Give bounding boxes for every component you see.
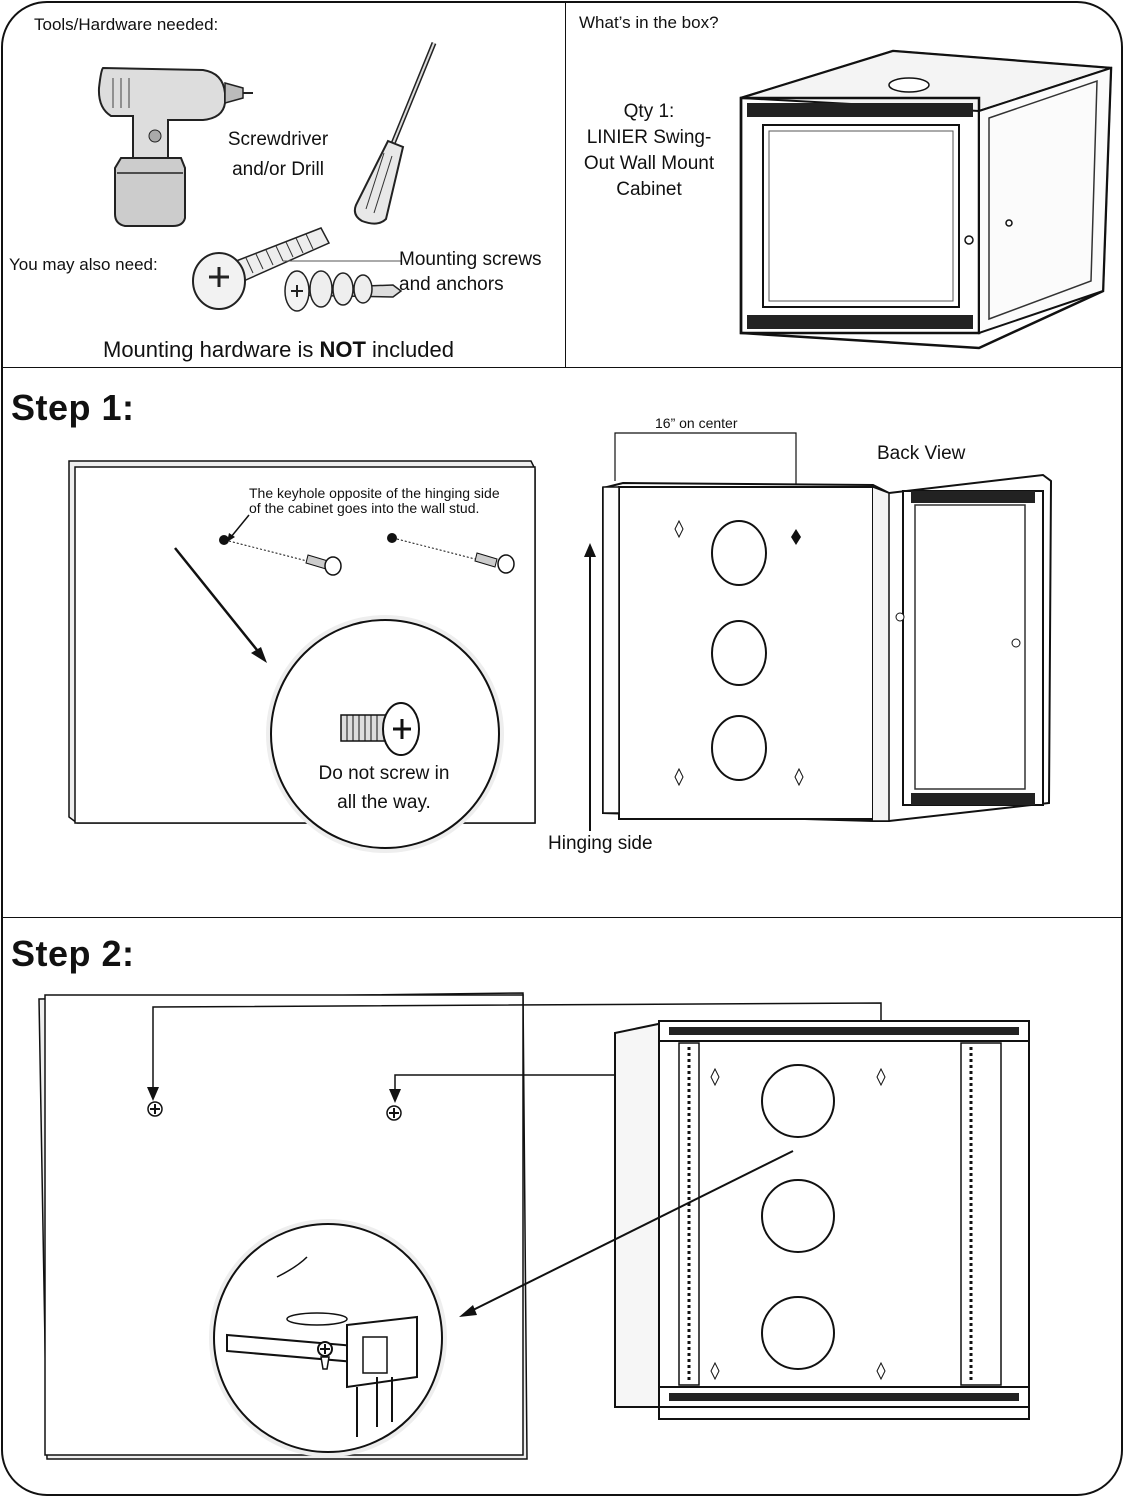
step2-screw-right <box>386 1105 402 1121</box>
box-item-line1: LINIER Swing- <box>586 127 712 148</box>
keyhole-closeup-icon <box>226 1256 418 1437</box>
screws-label-line2: and anchors <box>399 274 504 295</box>
screw-closeup-icon <box>340 702 420 756</box>
dimension-label: 16” on center <box>655 415 738 431</box>
step2-title: Step 2: <box>11 933 135 974</box>
keyhole-note-line1: The keyhole opposite of the hinging side <box>249 485 500 501</box>
tool-label-line2: and/or Drill <box>232 159 324 180</box>
drill-icon <box>97 66 253 227</box>
hardware-notice: Mounting hardware is NOT included <box>103 337 454 363</box>
hinging-side-label: Hinging side <box>548 833 653 854</box>
callout-line1: Do not screw in <box>318 763 450 784</box>
step1-title: Step 1: <box>11 387 135 428</box>
back-view-label: Back View <box>877 443 966 464</box>
divider-middle <box>3 917 1121 918</box>
notice-pre: Mounting hardware is <box>103 337 314 362</box>
screws-label-line1: Mounting screws <box>399 249 542 270</box>
keyhole-note-line2: of the cabinet goes into the wall stud. <box>249 500 480 516</box>
notice-post: included <box>372 337 454 362</box>
step2-screw-left <box>147 1101 163 1117</box>
box-item-line2: Out Wall Mount <box>583 153 715 174</box>
screwdriver-icon <box>353 42 437 225</box>
cabinet-icon <box>739 49 1113 350</box>
wall-screw-right <box>474 552 515 574</box>
wall-screw-left <box>305 554 342 576</box>
wall-screws-diagram <box>174 514 515 663</box>
screw-icon <box>192 227 331 310</box>
back-view-diagram <box>584 432 1053 831</box>
anchor-icon <box>283 260 403 312</box>
box-qty: Qty 1: <box>623 101 675 122</box>
divider-vertical <box>565 3 566 367</box>
step2-diagram <box>38 992 1030 1460</box>
box-item-line3: Cabinet <box>616 179 682 200</box>
also-need-label: You may also need: <box>9 255 158 274</box>
tools-heading: Tools/Hardware needed: <box>34 15 219 34</box>
box-heading: What’s in the box? <box>579 13 719 32</box>
notice-bold: NOT <box>319 337 366 362</box>
callout-line2: all the way. <box>337 792 431 813</box>
tool-label-line1: Screwdriver <box>227 129 329 150</box>
divider-top <box>3 367 1121 368</box>
